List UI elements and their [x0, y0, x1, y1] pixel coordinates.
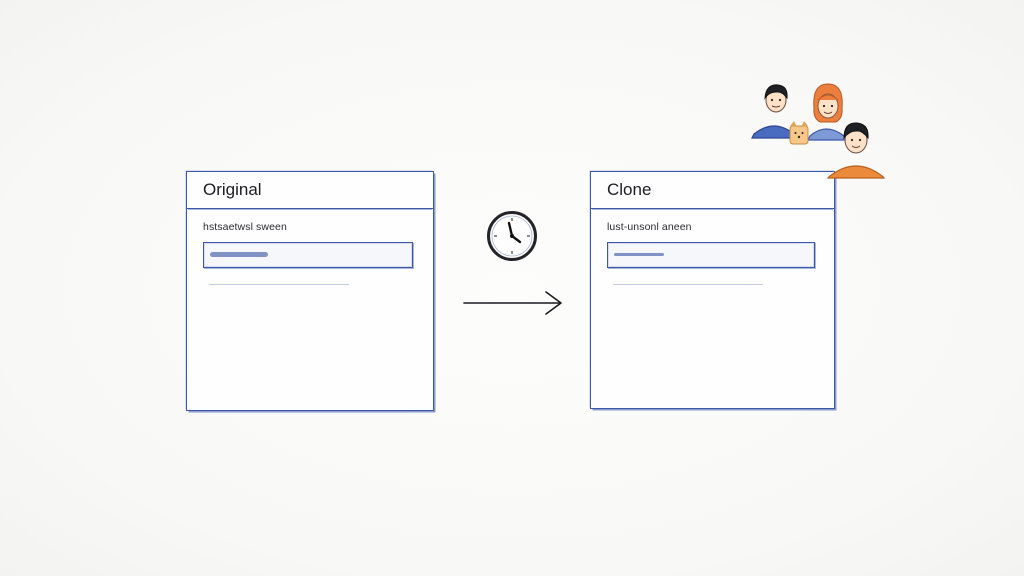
clone-window-titlebar: Clone — [591, 172, 834, 209]
clone-window-caption: lust-unsonl aneen — [607, 221, 692, 233]
arrow-right-icon — [463, 291, 562, 315]
person-man-right-icon — [826, 122, 886, 179]
original-window-title: Original — [203, 180, 262, 199]
clone-input-scribble — [614, 253, 664, 256]
person-woman-icon — [807, 83, 847, 141]
original-placeholder-line — [209, 284, 349, 285]
original-input-scribble — [210, 252, 268, 257]
clone-window-input — [607, 242, 815, 268]
original-window: Original hstsaetwsl sween — [186, 171, 434, 411]
original-window-caption: hstsaetwsl sween — [203, 221, 287, 233]
original-window-input — [203, 242, 413, 268]
clone-placeholder-line — [613, 284, 763, 285]
person-man-left-icon — [751, 84, 797, 139]
original-window-titlebar: Original — [187, 172, 433, 209]
team-people-icon — [751, 83, 886, 179]
dog-icon — [789, 121, 809, 145]
clone-window-title: Clone — [607, 180, 652, 199]
clock-icon — [487, 211, 537, 261]
clone-window: Clone lust-unsonl aneen — [590, 171, 835, 409]
